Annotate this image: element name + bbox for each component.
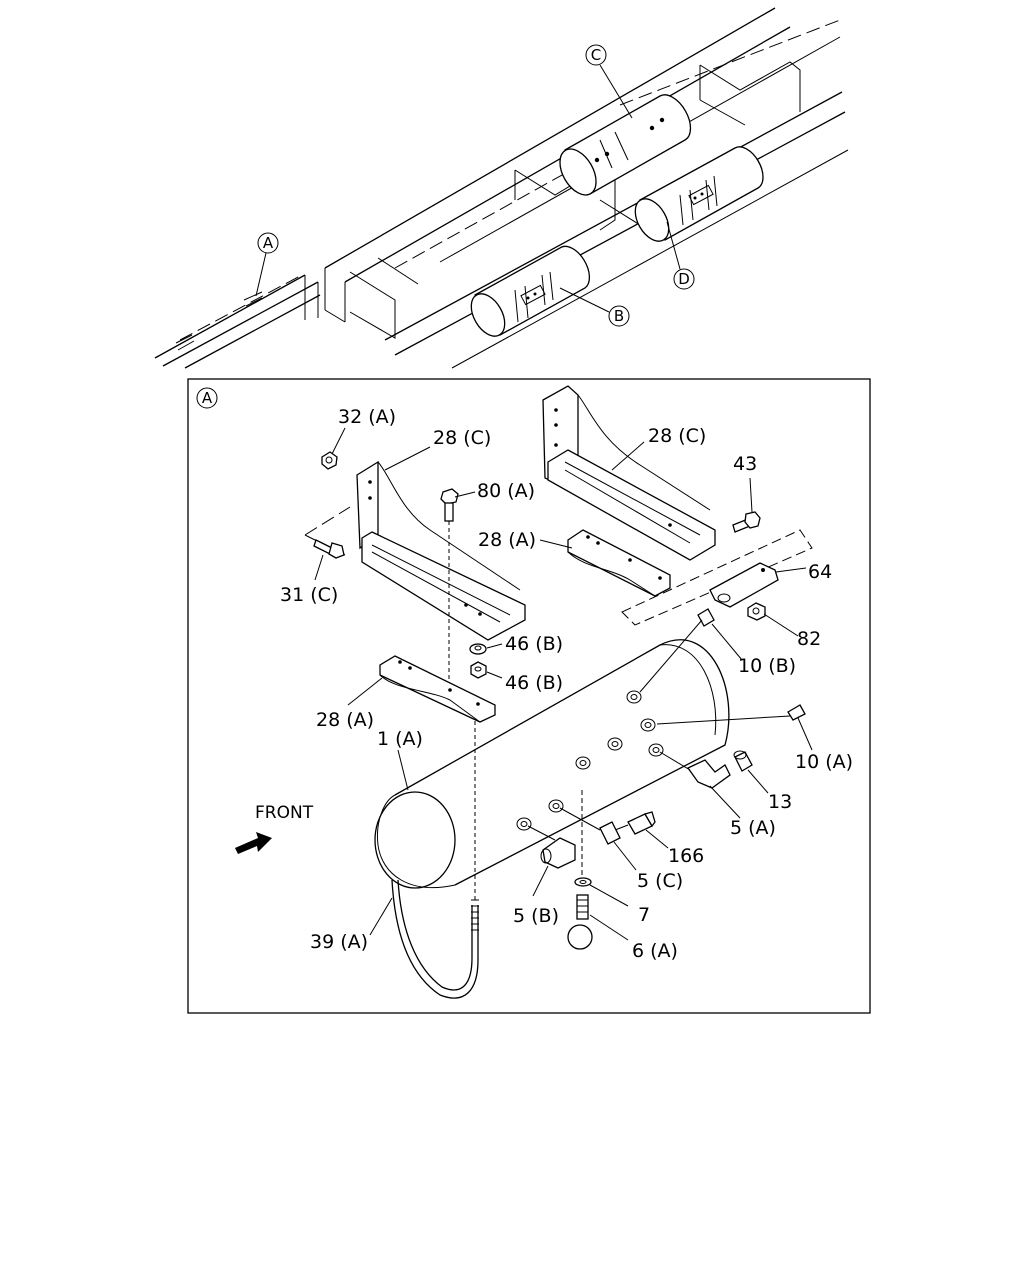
callout-c-label: C bbox=[591, 46, 601, 64]
frame-rail-left bbox=[154, 274, 321, 369]
label-166[interactable]: 166 bbox=[668, 845, 704, 867]
strap-39a bbox=[391, 720, 479, 999]
callout-d[interactable]: D bbox=[666, 221, 695, 290]
front-label: FRONT bbox=[255, 803, 314, 823]
bolt-80a bbox=[440, 488, 459, 690]
leader-lines bbox=[314, 427, 813, 941]
fitting-10a bbox=[656, 704, 806, 725]
detail-frame bbox=[187, 378, 871, 1014]
frame-rail-lower bbox=[384, 90, 849, 369]
label-64[interactable]: 64 bbox=[808, 561, 832, 583]
fitting-5b bbox=[527, 825, 576, 869]
tank-c bbox=[559, 94, 692, 196]
label-5c[interactable]: 5 (C) bbox=[637, 870, 683, 892]
front-indicator: FRONT bbox=[235, 803, 314, 854]
nut-46b-bottom bbox=[470, 661, 487, 679]
tank-d bbox=[634, 146, 764, 242]
part-labels: 32 (A) 28 (C) 28 (C) 43 80 (A) 28 (A) 64… bbox=[280, 406, 853, 962]
fitting-10b bbox=[639, 608, 715, 693]
label-32a[interactable]: 32 (A) bbox=[338, 406, 396, 428]
bolt-31c bbox=[313, 539, 345, 559]
label-7[interactable]: 7 bbox=[638, 904, 650, 926]
label-10a[interactable]: 10 (A) bbox=[795, 751, 853, 773]
saddle-28a-right bbox=[567, 529, 671, 597]
label-28a-left[interactable]: 28 (A) bbox=[316, 709, 374, 731]
drain-valve-6a bbox=[567, 894, 593, 950]
bracket-28c-left bbox=[356, 460, 526, 641]
tank-b bbox=[470, 245, 590, 337]
nut-46b-top bbox=[469, 643, 487, 655]
label-82[interactable]: 82 bbox=[797, 628, 821, 650]
front-arrow-icon bbox=[235, 832, 272, 854]
label-10b[interactable]: 10 (B) bbox=[738, 655, 796, 677]
fitting-5c bbox=[559, 807, 621, 845]
callout-b-label: B bbox=[614, 307, 624, 325]
label-46b-top[interactable]: 46 (B) bbox=[505, 633, 563, 655]
label-80a[interactable]: 80 (A) bbox=[477, 480, 535, 502]
washer-7 bbox=[574, 790, 592, 887]
label-43[interactable]: 43 bbox=[733, 453, 757, 475]
callout-a-label: A bbox=[263, 234, 274, 252]
label-28a-right[interactable]: 28 (A) bbox=[478, 529, 536, 551]
saddle-28a-left bbox=[379, 655, 496, 723]
callout-a[interactable]: A bbox=[255, 232, 279, 297]
nut-32a bbox=[321, 451, 338, 470]
label-31c[interactable]: 31 (C) bbox=[280, 584, 338, 606]
plate-64 bbox=[709, 562, 779, 608]
label-5b[interactable]: 5 (B) bbox=[513, 905, 559, 927]
detail-view-a: A bbox=[187, 378, 871, 1014]
bolt-43 bbox=[732, 511, 761, 533]
label-5a[interactable]: 5 (A) bbox=[730, 817, 776, 839]
label-1a[interactable]: 1 (A) bbox=[377, 728, 423, 750]
bracket-28c-right bbox=[542, 385, 716, 561]
nut-82 bbox=[747, 602, 766, 621]
label-28c-left[interactable]: 28 (C) bbox=[433, 427, 491, 449]
label-13[interactable]: 13 bbox=[768, 791, 792, 813]
label-6a[interactable]: 6 (A) bbox=[632, 940, 678, 962]
chassis-overview: A B C D bbox=[154, 7, 849, 369]
view-marker-a: A bbox=[202, 389, 213, 407]
elbow-5a bbox=[659, 751, 731, 789]
label-28c-right[interactable]: 28 (C) bbox=[648, 425, 706, 447]
valve-166 bbox=[609, 811, 656, 835]
label-39a[interactable]: 39 (A) bbox=[310, 931, 368, 953]
callout-c[interactable]: C bbox=[585, 44, 633, 119]
label-46b-bottom[interactable]: 46 (B) bbox=[505, 672, 563, 694]
cap-13 bbox=[733, 750, 753, 772]
air-tank-1a bbox=[374, 639, 730, 889]
callout-b[interactable]: B bbox=[559, 287, 630, 327]
callout-d-label: D bbox=[678, 270, 690, 288]
